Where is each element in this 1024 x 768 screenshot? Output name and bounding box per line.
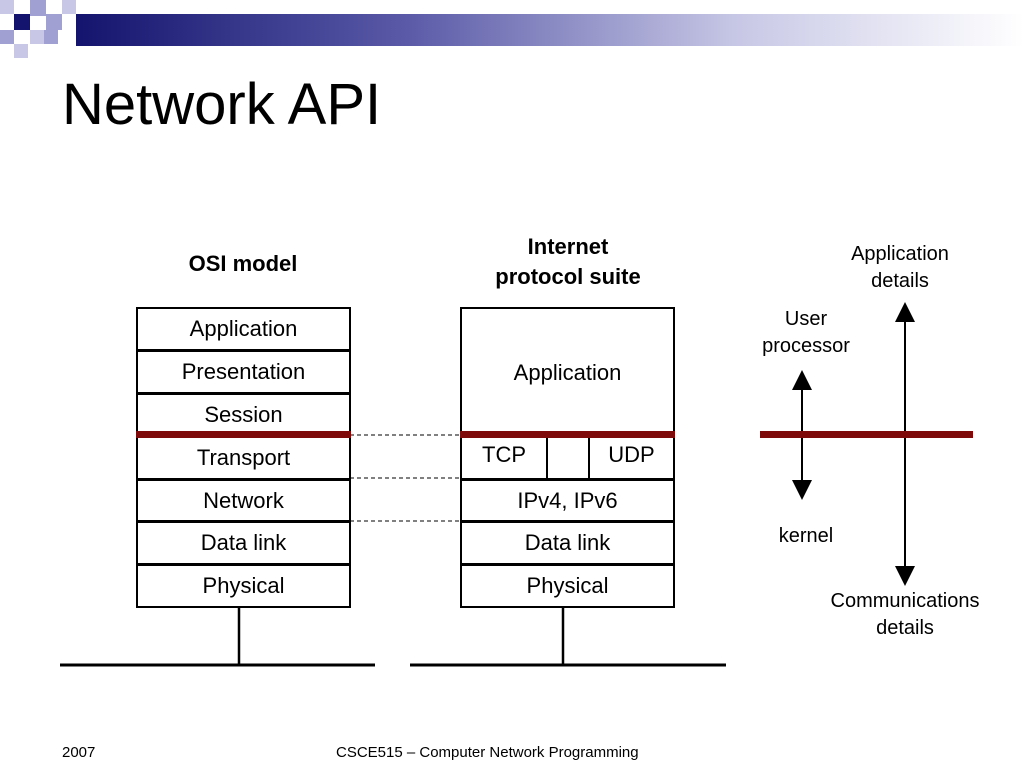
banner-square: [62, 0, 76, 14]
banner-square: [14, 44, 28, 58]
banner-square: [30, 0, 46, 16]
app-details-line2: details: [871, 270, 929, 292]
osi-layer-transport: Transport: [136, 436, 351, 480]
osi-layer-presentation: Presentation: [136, 350, 351, 394]
slide-title: Network API: [62, 72, 382, 137]
banner-square: [44, 30, 58, 44]
banner-square: [14, 14, 30, 30]
app-details-line1: Application: [851, 243, 949, 265]
internet-heading: Internet protocol suite: [440, 232, 696, 292]
internet-heading-line2: protocol suite: [495, 264, 641, 289]
comm-details-label: Communications details: [810, 588, 1000, 642]
top-banner: [0, 0, 1024, 58]
app-details-label: Application details: [820, 241, 980, 295]
legend-boundary-bar: [760, 431, 973, 438]
osi-layer-datalink: Data link: [136, 521, 351, 565]
footer-year: 2007: [62, 744, 96, 761]
internet-heading-line1: Internet: [527, 234, 609, 259]
internet-layer-gap: [546, 436, 590, 480]
user-processor-line1: User: [784, 308, 828, 330]
banner-square: [0, 30, 14, 44]
internet-layer-datalink: Data link: [460, 521, 675, 565]
footer-course: CSCE515 – Computer Network Programming: [336, 744, 639, 761]
osi-boundary-bar: [136, 431, 351, 438]
internet-boundary-bar: [460, 431, 675, 438]
banner-gradient-bar: [76, 14, 1024, 46]
osi-layer-application: Application: [136, 307, 351, 351]
internet-layer-application: Application: [460, 307, 675, 438]
osi-heading: OSI model: [188, 251, 298, 276]
internet-layer-tcp: TCP: [460, 436, 548, 480]
comm-details-line1: Communications: [830, 590, 980, 612]
osi-layer-network: Network: [136, 479, 351, 522]
banner-square: [46, 14, 62, 30]
banner-square: [0, 0, 14, 14]
internet-layer-udp: UDP: [588, 436, 675, 480]
user-processor-line2: processor: [762, 335, 850, 357]
user-processor-label: User processor: [746, 306, 866, 360]
osi-layer-physical: Physical: [136, 564, 351, 608]
internet-layer-physical: Physical: [460, 564, 675, 608]
osi-layer-session: Session: [136, 393, 351, 437]
banner-square: [30, 30, 44, 44]
kernel-label: kernel: [778, 525, 834, 547]
comm-details-line2: details: [876, 617, 934, 639]
internet-layer-ip: IPv4, IPv6: [460, 479, 675, 522]
